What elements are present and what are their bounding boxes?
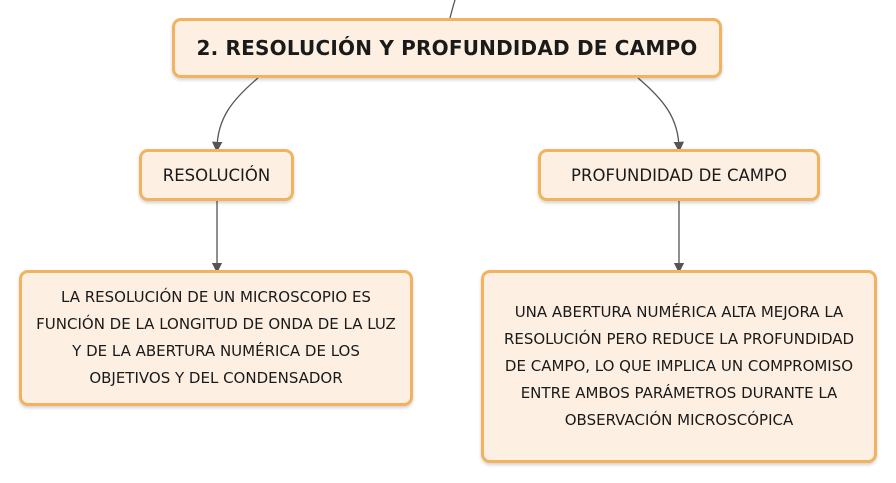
resolucion-node[interactable]: RESOLUCIÓN (139, 149, 294, 201)
connector-from-above (449, 0, 456, 19)
resolucion-description-node[interactable]: LA RESOLUCIÓN DE UN MICROSCOPIO ES FUNCI… (19, 270, 413, 406)
profundidad-de-campo-node[interactable]: PROFUNDIDAD DE CAMPO (538, 149, 820, 201)
connector-title-to-profundidad (637, 77, 685, 153)
profundidad-description-text: UNA ABERTURA NUMÉRICA ALTA MEJORA LA RES… (503, 303, 855, 429)
profundidad-de-campo-label: PROFUNDIDAD DE CAMPO (571, 165, 787, 185)
central-topic-text: 2. RESOLUCIÓN Y PROFUNDIDAD DE CAMPO (196, 36, 698, 60)
profundidad-description-node[interactable]: UNA ABERTURA NUMÉRICA ALTA MEJORA LA RES… (481, 270, 877, 463)
resolucion-description-text: LA RESOLUCIÓN DE UN MICROSCOPIO ES FUNCI… (36, 288, 396, 387)
connector-title-to-resolucion (211, 77, 259, 153)
central-topic-node[interactable]: 2. RESOLUCIÓN Y PROFUNDIDAD DE CAMPO (172, 18, 722, 78)
resolucion-label: RESOLUCIÓN (162, 165, 271, 185)
